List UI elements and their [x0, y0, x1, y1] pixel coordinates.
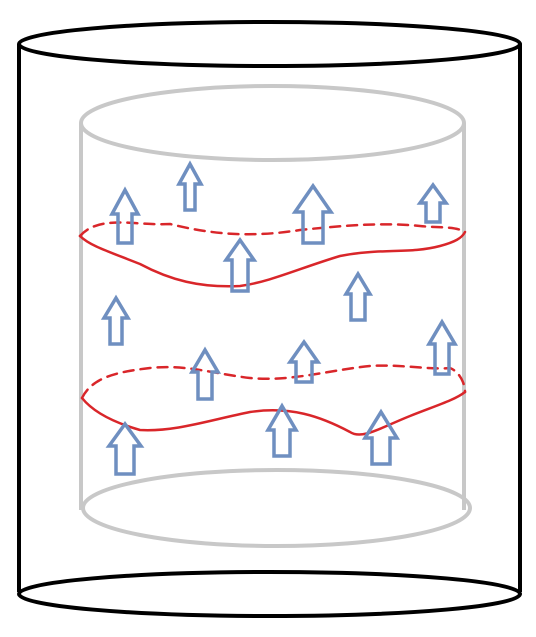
outer-cylinder-top-rim [17, 20, 522, 68]
up-arrow-icon [264, 402, 300, 458]
up-arrow-icon [425, 318, 459, 376]
lower-interface [80, 364, 467, 436]
lower-interface-back-edge [80, 364, 467, 400]
up-arrow-icon [291, 182, 335, 245]
upward-flow-arrows [100, 160, 459, 476]
outer-cylinder [17, 20, 522, 618]
inner-cylinder-top-rim [79, 84, 466, 162]
outer-cylinder-bottom-rim [17, 570, 522, 618]
up-arrow-icon [222, 236, 258, 293]
lower-interface-front-edge [80, 390, 467, 436]
inner-cylinder [79, 84, 472, 548]
up-arrow-icon [286, 338, 322, 384]
upper-interface [78, 221, 467, 288]
up-arrow-icon [416, 182, 450, 224]
up-arrow-icon [342, 270, 374, 322]
up-arrow-icon [188, 346, 222, 401]
upper-interface-back-edge [78, 221, 467, 238]
inner-cylinder-bottom-rim [81, 468, 472, 548]
up-arrow-icon [109, 186, 141, 245]
up-arrow-icon [100, 294, 132, 346]
up-arrow-icon [105, 421, 145, 476]
up-arrow-icon [361, 408, 401, 466]
upper-interface-front-edge [78, 230, 467, 288]
up-arrow-icon [176, 160, 204, 212]
